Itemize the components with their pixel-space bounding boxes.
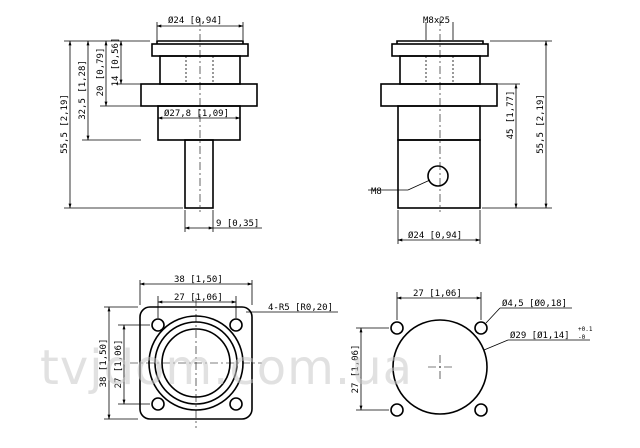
side-dia-bottom-label: Ø24 [0,94] bbox=[408, 230, 462, 241]
side-thread-label: M8x25 bbox=[423, 16, 450, 26]
hole-tol-plus: +0.1 bbox=[578, 326, 593, 333]
flange-width-27-label: 27 [1,06] bbox=[174, 293, 223, 303]
flange-height-27-label: 27 [1,06] bbox=[114, 340, 124, 389]
hole-cut-dia-label: Ø29 [Ø1,14] bbox=[510, 330, 570, 341]
front-height-14-label: 14 [0,56] bbox=[111, 38, 121, 87]
front-height-total-label: 55,5 [2,19] bbox=[60, 94, 70, 154]
front-dia-flange-label: Ø27,8 [1,09] bbox=[164, 108, 229, 119]
front-pin-width-label: 9 [0,35] bbox=[216, 219, 259, 229]
front-dia-top-label: Ø24 [0,94] bbox=[168, 15, 222, 26]
hole-view: 27 [1,06] Ø4,5 [Ø0,18] Ø29 [Ø1,14] +0.1 … bbox=[351, 289, 593, 417]
hole-dia-label: Ø4,5 [Ø0,18] bbox=[502, 298, 567, 309]
front-height-32-label: 32,5 [1,28] bbox=[78, 60, 88, 120]
front-view: Ø24 [0,94] Ø27,8 [1,09] 55,5 [2,19] 32,5… bbox=[60, 15, 262, 232]
flange-radius-label: 4-R5 [R0,20] bbox=[268, 303, 333, 313]
flange-view: 38 [1,50] 27 [1,06] 4-R5 [R0,20] 38 [1,5… bbox=[99, 275, 338, 428]
side-height-45-label: 45 [1,77] bbox=[506, 91, 516, 140]
side-view: M8x25 M8 55,5 [2,19] 45 [1,77] Ø24 [0,94… bbox=[368, 16, 552, 244]
hole-width-27-label: 27 [1,06] bbox=[413, 289, 462, 299]
flange-height-38-label: 38 [1,50] bbox=[99, 339, 109, 388]
hole-height-27-label: 27 [1,06] bbox=[351, 345, 361, 394]
hole-tol-minus: -0 bbox=[578, 334, 586, 341]
side-height-total-label: 55,5 [2,19] bbox=[536, 94, 546, 154]
front-height-20-label: 20 [0,79] bbox=[96, 48, 106, 97]
side-bolt-label: M8 bbox=[371, 187, 382, 197]
watermark-text: tvjdom.com.ua bbox=[40, 340, 413, 396]
flange-width-38-label: 38 [1,50] bbox=[174, 275, 223, 285]
